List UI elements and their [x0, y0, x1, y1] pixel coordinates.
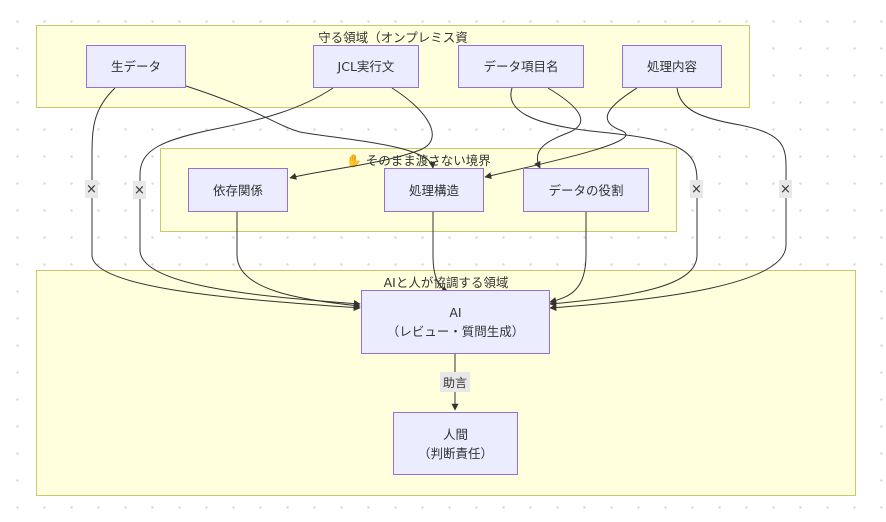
cluster-boundary-title: ✋ そのまま渡さない境界: [346, 153, 491, 168]
node-data-role-label: データの役割: [548, 182, 624, 198]
node-data-item-names-label: データ項目名: [483, 59, 559, 74]
node-ai[interactable]: AI （レビュー・質問生成）: [361, 290, 550, 354]
node-ai-subtitle: （レビュー・質問生成）: [386, 324, 525, 339]
node-raw-data-label: 生データ: [110, 59, 161, 74]
cluster-collab-title: AIと人が協調する領域: [383, 275, 509, 290]
node-dependency-label: 依存関係: [212, 182, 263, 198]
node-human[interactable]: 人間 （判断責任）: [393, 412, 518, 475]
edge-rawdata-to-structure: [185, 85, 436, 169]
edge-label-cross-process: ×: [779, 180, 792, 198]
edge-process-to-structure: [484, 87, 638, 180]
node-process-content-label: 処理内容: [646, 59, 697, 74]
node-human-title: 人間: [442, 426, 468, 442]
edge-jcl-to-ai: [139, 87, 361, 308]
edge-dataitems-to-ai: [510, 87, 698, 307]
edge-structure-to-ai: [432, 212, 449, 293]
edge-dependency-to-ai: [236, 212, 361, 309]
edge-label-cross-dataitems: ×: [690, 180, 703, 198]
node-human-subtitle: （判断責任）: [417, 445, 493, 461]
node-data-item-names[interactable]: データ項目名: [458, 45, 584, 88]
edge-dataitems-to-role: [534, 87, 582, 169]
edge-label-cross-rawdata: ×: [85, 180, 98, 198]
node-ai-title: AI: [449, 305, 462, 320]
node-process-content[interactable]: 処理内容: [622, 45, 722, 88]
node-process-structure-label: 処理構造: [408, 182, 459, 198]
edge-process-to-ai: [549, 87, 787, 312]
node-process-structure[interactable]: 処理構造: [384, 168, 484, 212]
node-raw-data[interactable]: 生データ: [86, 45, 186, 88]
node-jcl-statement-label: JCL実行文: [337, 59, 395, 74]
cluster-protect-title: 守る領域（オンプレミス資: [318, 30, 468, 45]
node-jcl-statement[interactable]: JCL実行文: [313, 45, 419, 88]
edge-role-to-ai: [549, 212, 587, 304]
edge-label-advice: 助言: [440, 372, 471, 392]
edge-jcl-to-dependency: [289, 87, 433, 180]
edge-label-cross-jcl: ×: [133, 181, 146, 199]
node-data-role[interactable]: データの役割: [523, 168, 649, 212]
node-dependency[interactable]: 依存関係: [188, 168, 288, 212]
edge-rawdata-to-ai: [91, 87, 361, 312]
